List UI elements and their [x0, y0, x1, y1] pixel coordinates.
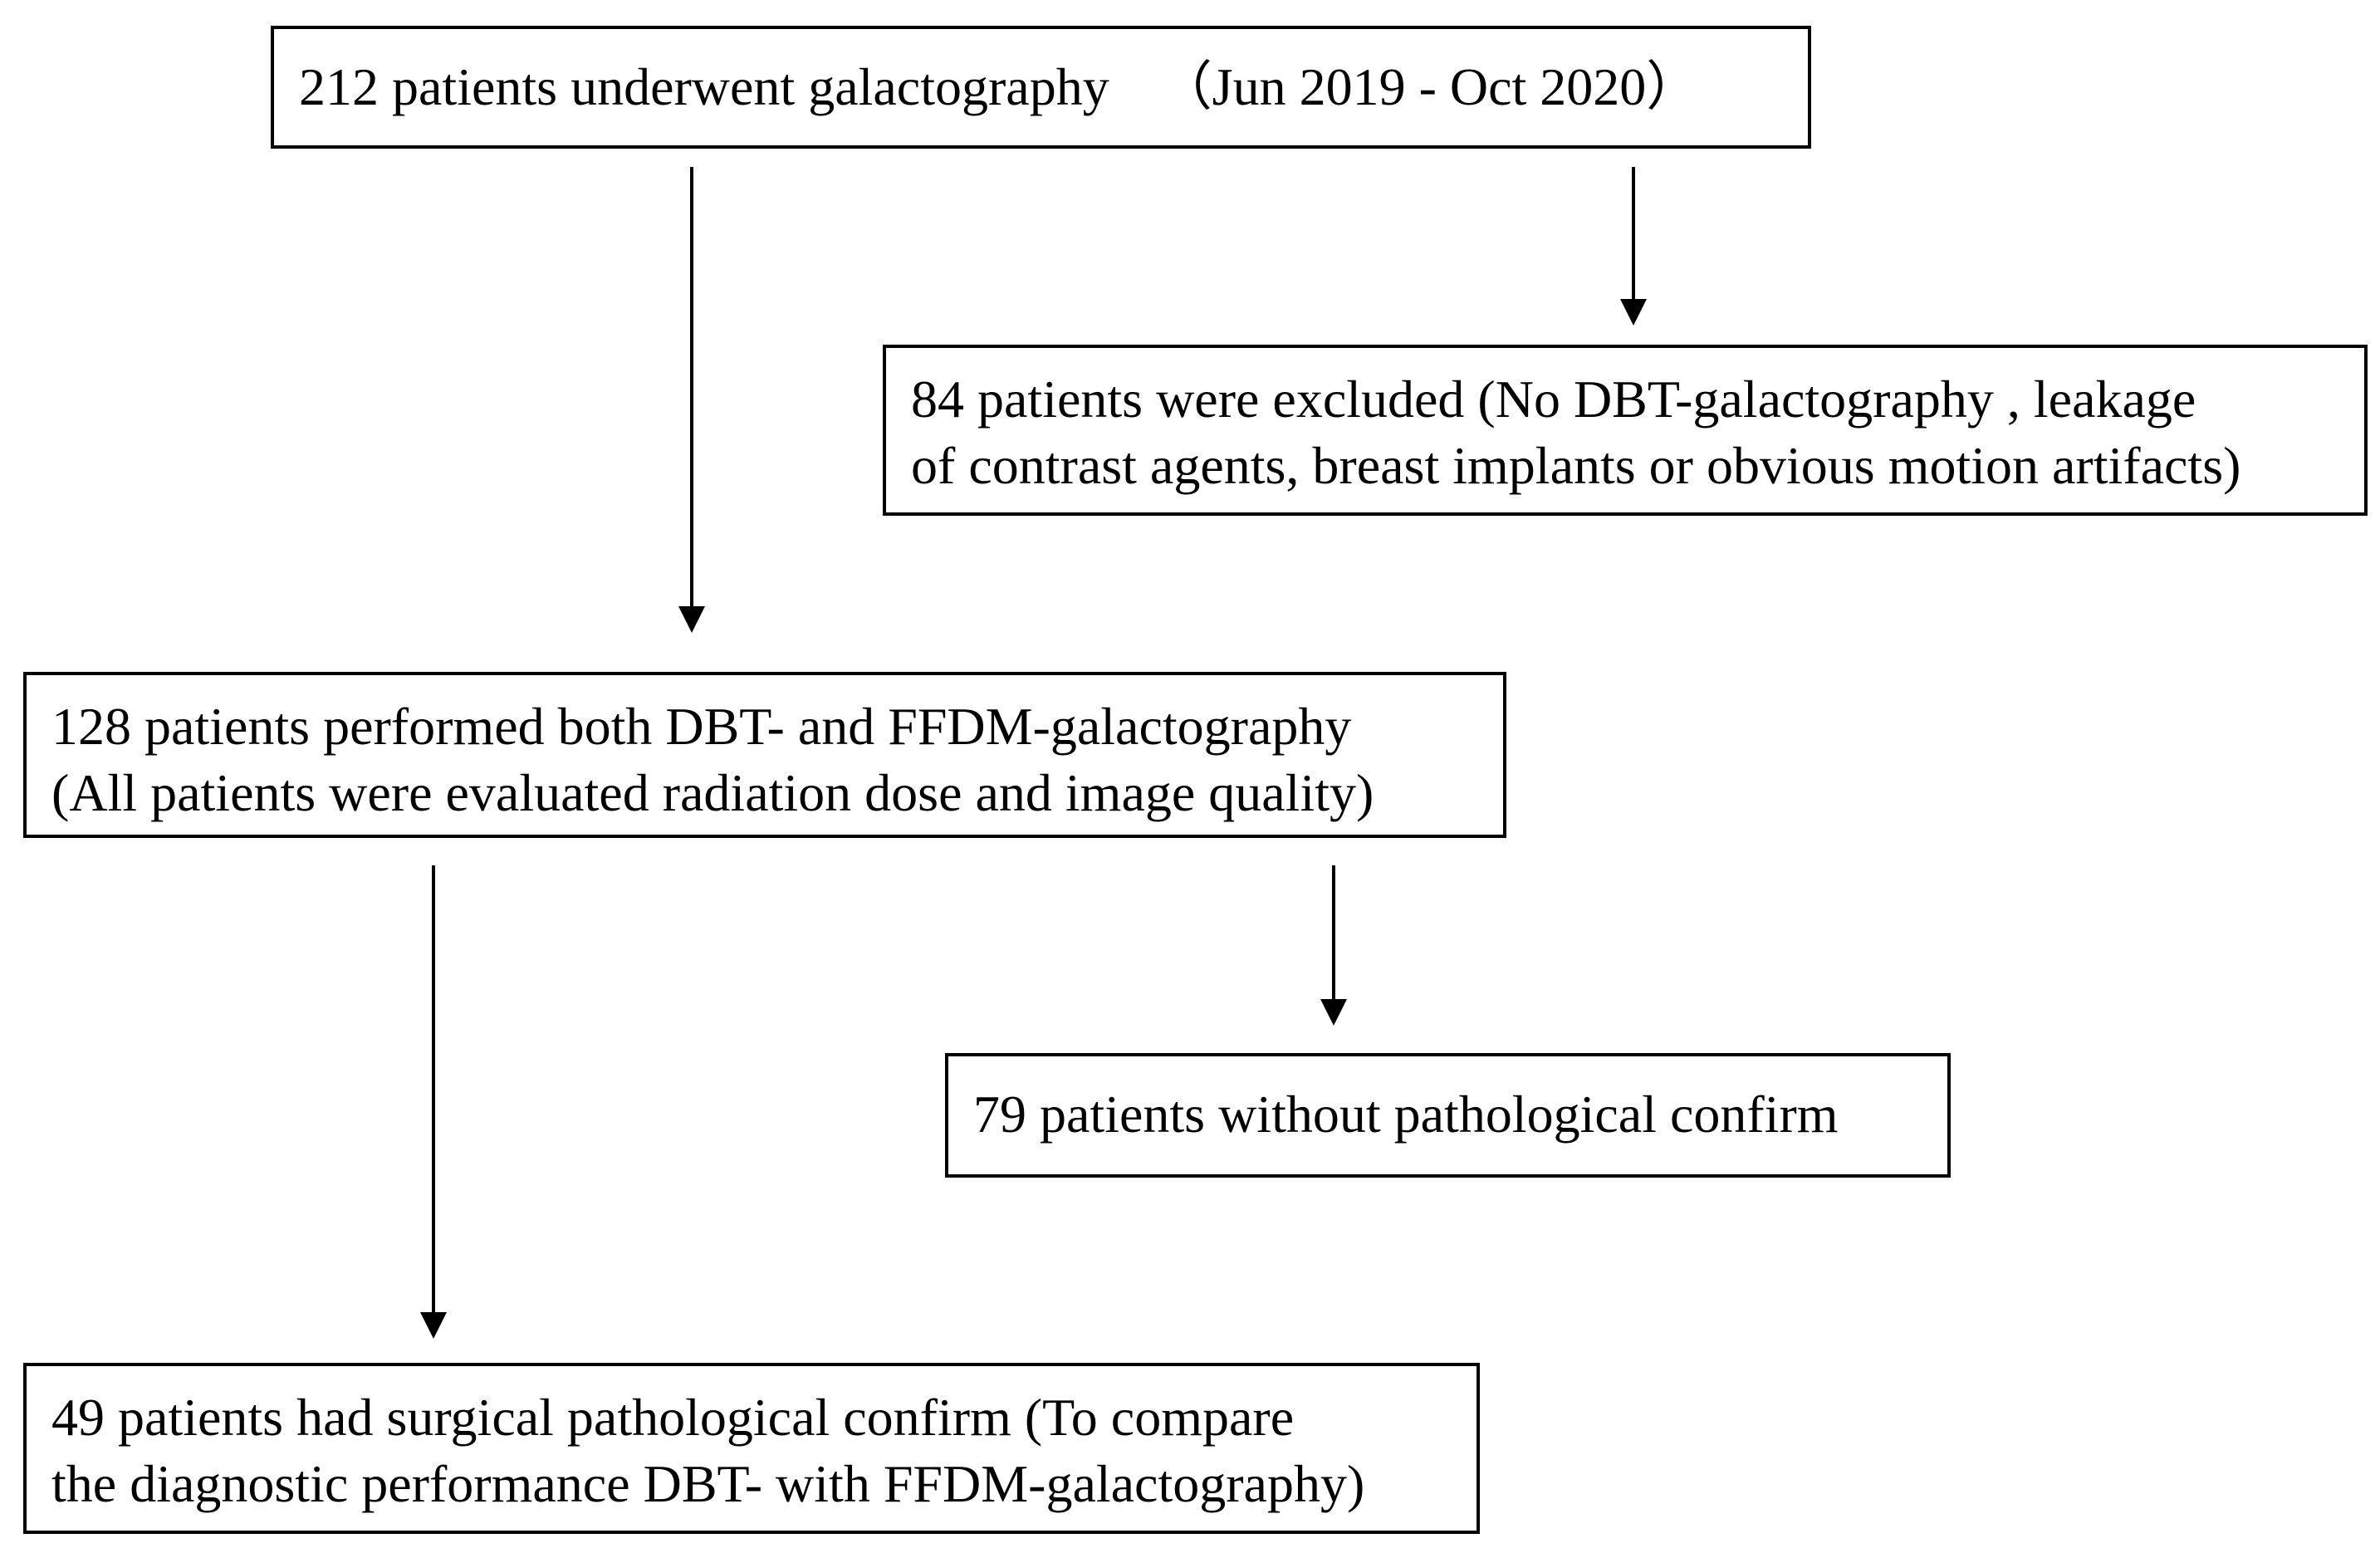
excluded-text-line-1: 84 patients were excluded (No DBT-galact…	[911, 370, 2196, 429]
excluded-text-line-2: of contrast agents, breast implants or o…	[911, 436, 2241, 495]
box-surgical-confirm: 49 patients had surgical pathological co…	[23, 1363, 1480, 1534]
surgical-confirm-text-line-2: the diagnostic performance DBT- with FFD…	[51, 1454, 1365, 1513]
both-modalities-text-line-1: 128 patients performed both DBT- and FFD…	[51, 697, 1352, 756]
total-patients-text: 212 patients underwent galactography	[299, 57, 1109, 116]
study-period-text: （Jun 2019 - Oct 2020）	[1158, 57, 1700, 116]
box-total-patients: 212 patients underwent galactography （Jun…	[271, 26, 1811, 149]
without-pathology-text: 79 patients without pathological confirm	[973, 1085, 1839, 1144]
box-without-pathology: 79 patients without pathological confirm	[945, 1053, 1951, 1178]
box-both-modalities: 128 patients performed both DBT- and FFD…	[23, 672, 1506, 838]
box-excluded-patients: 84 patients were excluded (No DBT-galact…	[883, 345, 2368, 516]
both-modalities-text-line-2: (All patients were evaluated radiation d…	[51, 763, 1374, 822]
surgical-confirm-text-line-1: 49 patients had surgical pathological co…	[51, 1388, 1295, 1447]
